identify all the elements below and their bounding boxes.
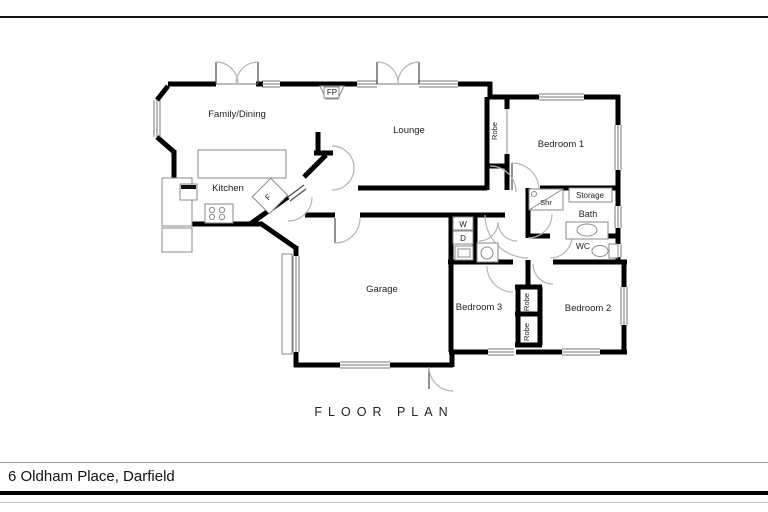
room-label-robe-upper: Robe	[522, 293, 531, 311]
laundry-tub	[454, 245, 474, 261]
window	[419, 80, 458, 88]
room-label-bedroom-2: Bedroom 2	[565, 303, 611, 314]
room-label-robe-lower: Robe	[522, 323, 531, 341]
room-label-garage: Garage	[366, 284, 398, 295]
fireplace-box	[319, 85, 345, 100]
garage-window-sill	[281, 253, 293, 355]
fridge-box	[251, 177, 289, 215]
room-label-robe-bedroom-1: Robe	[490, 122, 499, 140]
window	[153, 100, 161, 137]
window	[614, 125, 622, 170]
vanity-basin	[565, 221, 609, 240]
toilet	[591, 243, 619, 259]
footer-divider	[0, 462, 768, 463]
walls-layer	[155, 81, 627, 368]
windows-layer	[153, 80, 628, 369]
room-label-wc: WC	[576, 241, 590, 251]
washer-box	[452, 216, 474, 231]
window	[539, 93, 584, 101]
room-label-shower: Shr	[540, 198, 552, 207]
kitchen-counter-corner	[161, 227, 193, 253]
room-label-bath: Bath	[579, 209, 598, 219]
room-label-lounge: Lounge	[393, 125, 425, 136]
cooktop	[204, 203, 234, 224]
window	[562, 348, 600, 356]
window	[620, 287, 628, 325]
window	[292, 256, 300, 352]
room-label-fireplace: FP	[327, 88, 337, 97]
window	[340, 361, 390, 369]
property-address: 6 Oldham Place, Darfield	[8, 468, 175, 485]
window	[262, 80, 280, 88]
oven	[179, 183, 198, 201]
room-label-bedroom-3: Bedroom 3	[456, 302, 502, 313]
hot-water-cupboard	[476, 242, 499, 263]
labels-layer: Family/DiningLoungeKitchenGarageBedroom …	[208, 88, 611, 341]
room-label-family-dining: Family/Dining	[208, 109, 266, 120]
storage-cupboard	[568, 187, 613, 203]
room-label-fridge: F	[263, 192, 273, 202]
plan-title: FLOOR PLAN	[314, 405, 454, 419]
window	[357, 80, 377, 88]
room-label-storage: Storage	[576, 191, 605, 200]
top-rule	[0, 16, 768, 18]
room-label-dryer: D	[460, 234, 466, 243]
room-label-kitchen: Kitchen	[212, 183, 244, 194]
window	[614, 206, 622, 228]
kitchen-bench	[197, 149, 287, 179]
dryer-box	[452, 230, 474, 245]
room-label-washer: W	[459, 220, 467, 229]
footer-subrule	[0, 502, 768, 503]
window	[488, 348, 514, 356]
fixtures-layer	[161, 85, 619, 263]
room-label-bedroom-1: Bedroom 1	[538, 139, 584, 150]
footer-rule	[0, 491, 768, 495]
shower	[528, 188, 564, 211]
